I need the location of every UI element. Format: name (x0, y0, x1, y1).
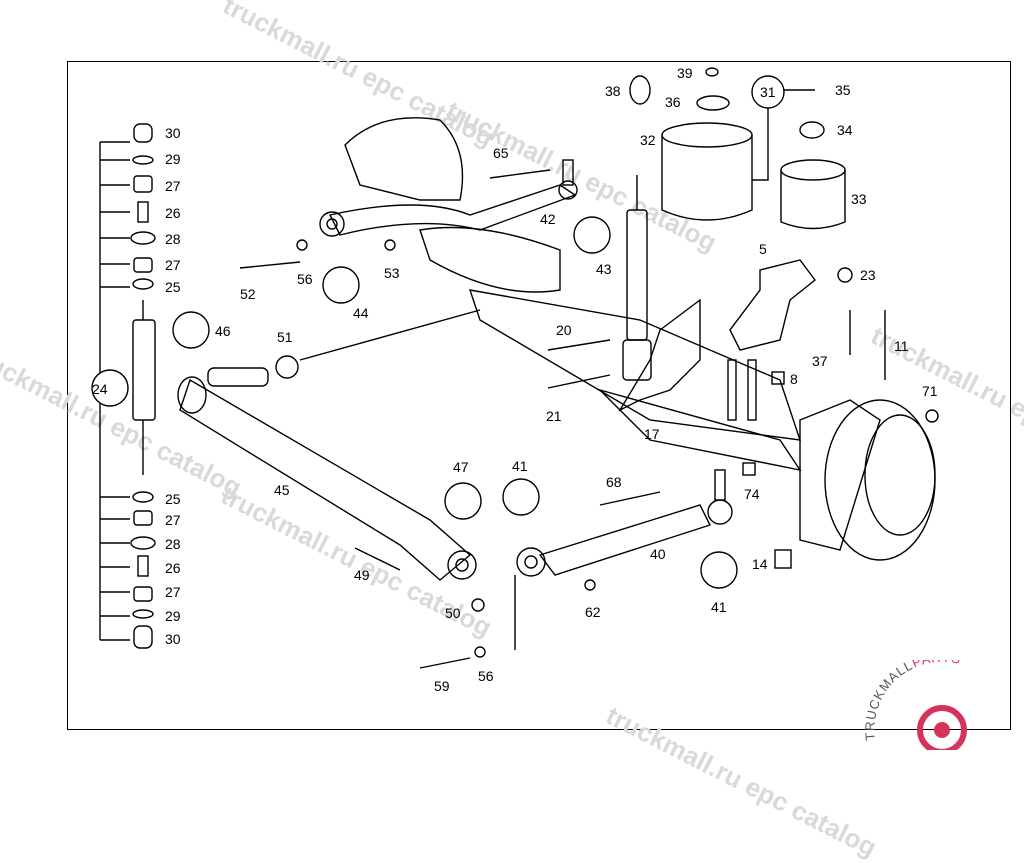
callout-52: 52 (240, 286, 256, 302)
callout-56: 56 (297, 271, 313, 287)
callout-28: 28 (165, 536, 181, 552)
callout-41: 41 (512, 458, 528, 474)
callout-74: 74 (744, 486, 760, 502)
callout-25: 25 (165, 279, 181, 295)
callout-59: 59 (434, 678, 450, 694)
callout-27: 27 (165, 512, 181, 528)
lower-link-rod (419, 469, 733, 669)
callout-42: 42 (540, 211, 556, 227)
callout-44: 44 (353, 305, 369, 321)
callout-30: 30 (165, 125, 181, 141)
bolts (296, 239, 939, 658)
suspension-exploded-drawing (91, 67, 939, 669)
callout-62: 62 (585, 604, 601, 620)
callout-45: 45 (274, 482, 290, 498)
callout-29: 29 (165, 151, 181, 167)
callout-50: 50 (445, 605, 461, 621)
callout-36: 36 (665, 94, 681, 110)
callout-20: 20 (556, 322, 572, 338)
callout-41: 41 (711, 599, 727, 615)
lower-radius-arm (177, 309, 481, 581)
differential-housing (344, 117, 561, 293)
callout-49: 49 (354, 567, 370, 583)
callout-23: 23 (860, 267, 876, 283)
air-spring (629, 67, 846, 230)
callout-39: 39 (677, 65, 693, 81)
shock-absorber-stack (91, 123, 156, 649)
callout-24: 24 (92, 381, 108, 397)
spring-bracket (618, 259, 816, 421)
callout-46: 46 (215, 323, 231, 339)
callout-30: 30 (165, 631, 181, 647)
truckmallparts-logo: TRUCKMALLPARTS (862, 660, 967, 750)
torque-wrench-icons (172, 216, 738, 589)
diagram-frame (67, 61, 1011, 730)
callout-35: 35 (835, 82, 851, 98)
callout-38: 38 (605, 83, 621, 99)
callout-27: 27 (165, 257, 181, 273)
callout-53: 53 (384, 265, 400, 281)
wheel-hub (799, 399, 936, 561)
callout-32: 32 (640, 132, 656, 148)
callout-28: 28 (165, 231, 181, 247)
callout-8: 8 (790, 371, 798, 387)
callout-25: 25 (165, 491, 181, 507)
callout-27: 27 (165, 584, 181, 600)
callout-29: 29 (165, 608, 181, 624)
callout-68: 68 (606, 474, 622, 490)
callout-31: 31 (760, 84, 776, 100)
callout-33: 33 (851, 191, 867, 207)
callout-43: 43 (596, 261, 612, 277)
center-shock-absorber (622, 175, 652, 381)
callout-47: 47 (453, 459, 469, 475)
callout-40: 40 (650, 546, 666, 562)
upper-link-rod (239, 159, 578, 269)
callout-26: 26 (165, 560, 181, 576)
callout-56: 56 (478, 668, 494, 684)
callout-26: 26 (165, 205, 181, 221)
callout-65: 65 (493, 145, 509, 161)
callout-51: 51 (277, 329, 293, 345)
callout-11: 11 (894, 338, 909, 354)
callout-37: 37 (812, 353, 828, 369)
callout-71: 71 (922, 383, 938, 399)
callout-34: 34 (837, 122, 853, 138)
callout-14: 14 (752, 556, 768, 572)
callout-17: 17 (644, 426, 660, 442)
callout-5: 5 (759, 241, 767, 257)
callout-21: 21 (546, 408, 562, 424)
callout-27: 27 (165, 178, 181, 194)
